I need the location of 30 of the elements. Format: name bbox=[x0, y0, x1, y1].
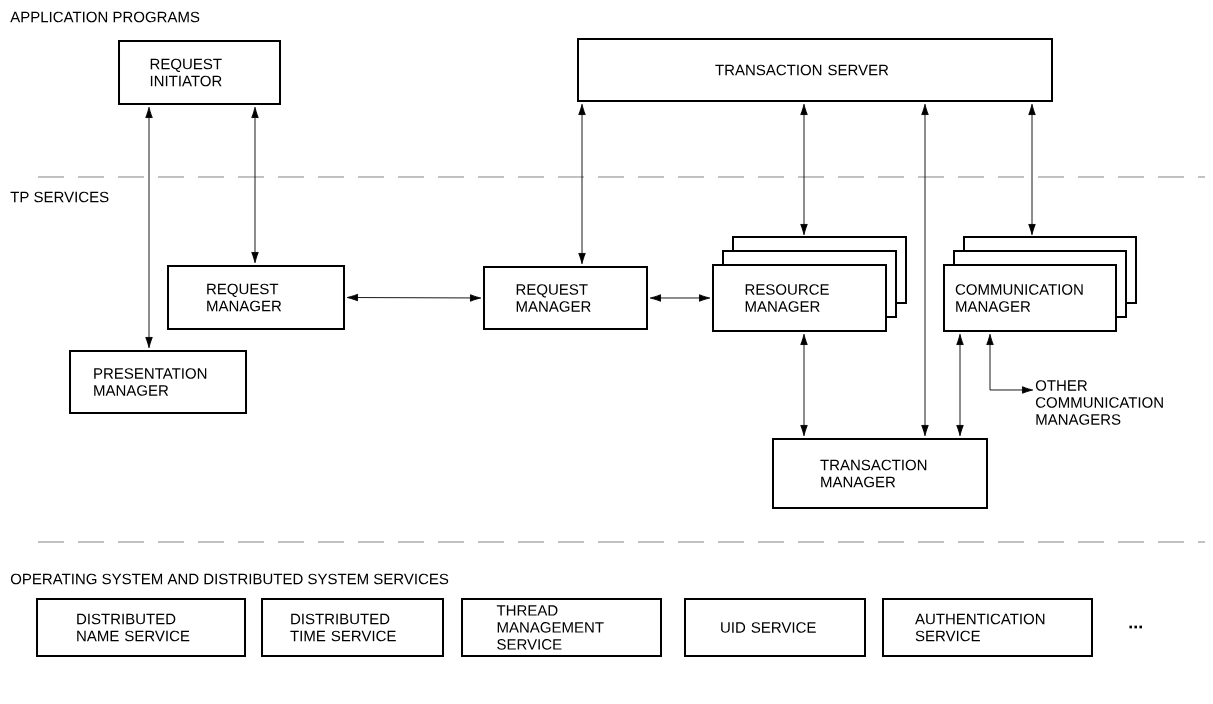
process-box: TRANSACTION SERVER bbox=[577, 38, 1053, 102]
process-box: DISTRIBUTED NAME SERVICE bbox=[36, 598, 246, 657]
arrow bbox=[251, 106, 259, 264]
section-label: TP SERVICES bbox=[10, 191, 109, 203]
stacked-box: COMMUNICATION MANAGER bbox=[943, 236, 1137, 332]
process-box: THREAD MANAGEMENT SERVICE bbox=[461, 598, 662, 657]
arrow bbox=[956, 333, 964, 437]
arrow bbox=[1028, 103, 1036, 236]
label-text: OTHER COMMUNICATION MANAGERS bbox=[1035, 380, 1163, 425]
ellipsis: ... bbox=[1129, 625, 1142, 629]
process-box: REQUEST INITIATOR bbox=[118, 40, 281, 105]
arrow bbox=[800, 333, 808, 437]
arrow bbox=[800, 103, 808, 236]
section-label: APPLICATION PROGRAMS bbox=[10, 11, 200, 23]
node-label: MANAGER bbox=[956, 301, 1031, 312]
process-box: REQUEST MANAGER bbox=[483, 266, 648, 330]
arrow bbox=[649, 294, 711, 302]
process-box: REQUEST MANAGER bbox=[167, 265, 345, 330]
arrow bbox=[921, 103, 929, 437]
process-box: TRANSACTION MANAGER bbox=[772, 438, 988, 509]
arrow bbox=[986, 333, 1034, 394]
process-box: UID SERVICE bbox=[684, 598, 866, 657]
process-box: PRESENTATION MANAGER bbox=[69, 350, 247, 414]
arrow bbox=[578, 103, 586, 265]
process-box: DISTRIBUTED TIME SERVICE bbox=[261, 598, 444, 657]
arrow bbox=[346, 293, 482, 302]
process-box: AUTHENTICATION SERVICE bbox=[882, 598, 1093, 657]
arrow bbox=[145, 106, 153, 349]
stacked-box: RESOURCE MANAGER bbox=[712, 236, 907, 332]
section-label: OPERATING SYSTEM AND DISTRIBUTED SYSTEM SERVICES bbox=[10, 573, 449, 585]
